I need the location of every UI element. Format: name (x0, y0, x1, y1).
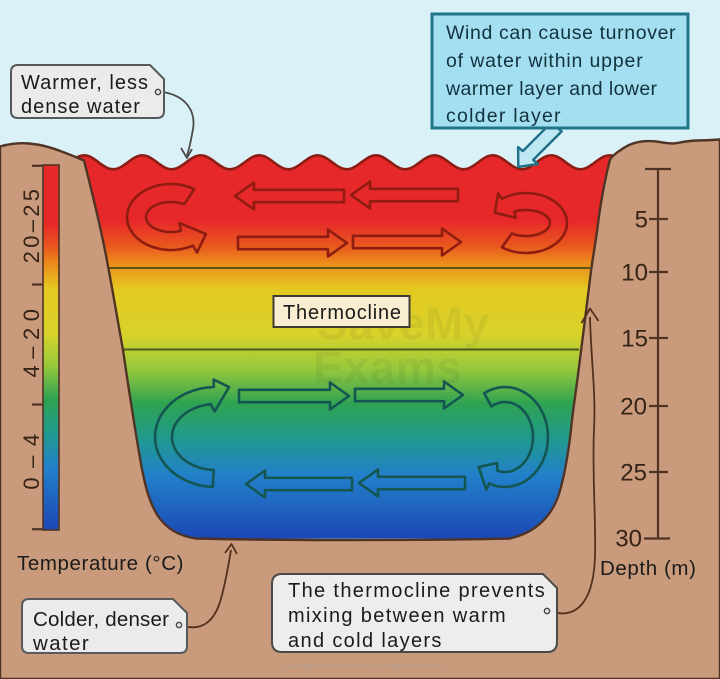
svg-text:colder layer: colder layer (446, 105, 562, 127)
svg-text:dense water: dense water (21, 96, 141, 118)
svg-text:Warmer, less: Warmer, less (21, 72, 149, 94)
svg-text:Depth (m): Depth (m) (600, 557, 697, 580)
svg-text:4–20: 4–20 (19, 303, 44, 378)
svg-text:of water within upper: of water within upper (446, 50, 644, 72)
svg-text:mixing between warm: mixing between warm (288, 605, 507, 627)
svg-text:30: 30 (615, 525, 642, 552)
svg-text:Colder, denser: Colder, denser (33, 608, 169, 631)
svg-text:0–4: 0–4 (19, 424, 44, 489)
svg-text:5: 5 (635, 206, 648, 233)
svg-text:Thermocline: Thermocline (283, 302, 402, 324)
svg-text:20: 20 (620, 393, 647, 420)
svg-text:20–25: 20–25 (19, 186, 44, 264)
svg-text:warmer layer and lower: warmer layer and lower (445, 78, 658, 100)
svg-text:25: 25 (620, 459, 647, 486)
svg-text:water: water (32, 632, 90, 655)
svg-text:15: 15 (621, 325, 648, 352)
svg-text:Wind can cause turnover: Wind can cause turnover (446, 22, 676, 44)
svg-text:The thermocline prevents: The thermocline prevents (288, 580, 546, 602)
svg-text:and cold layers: and cold layers (288, 630, 443, 652)
svg-text:Copyright © Save My Exams. All: Copyright © Save My Exams. All Rights Re… (283, 663, 442, 671)
svg-text:Temperature (°C): Temperature (°C) (17, 552, 184, 575)
svg-text:10: 10 (621, 259, 648, 286)
